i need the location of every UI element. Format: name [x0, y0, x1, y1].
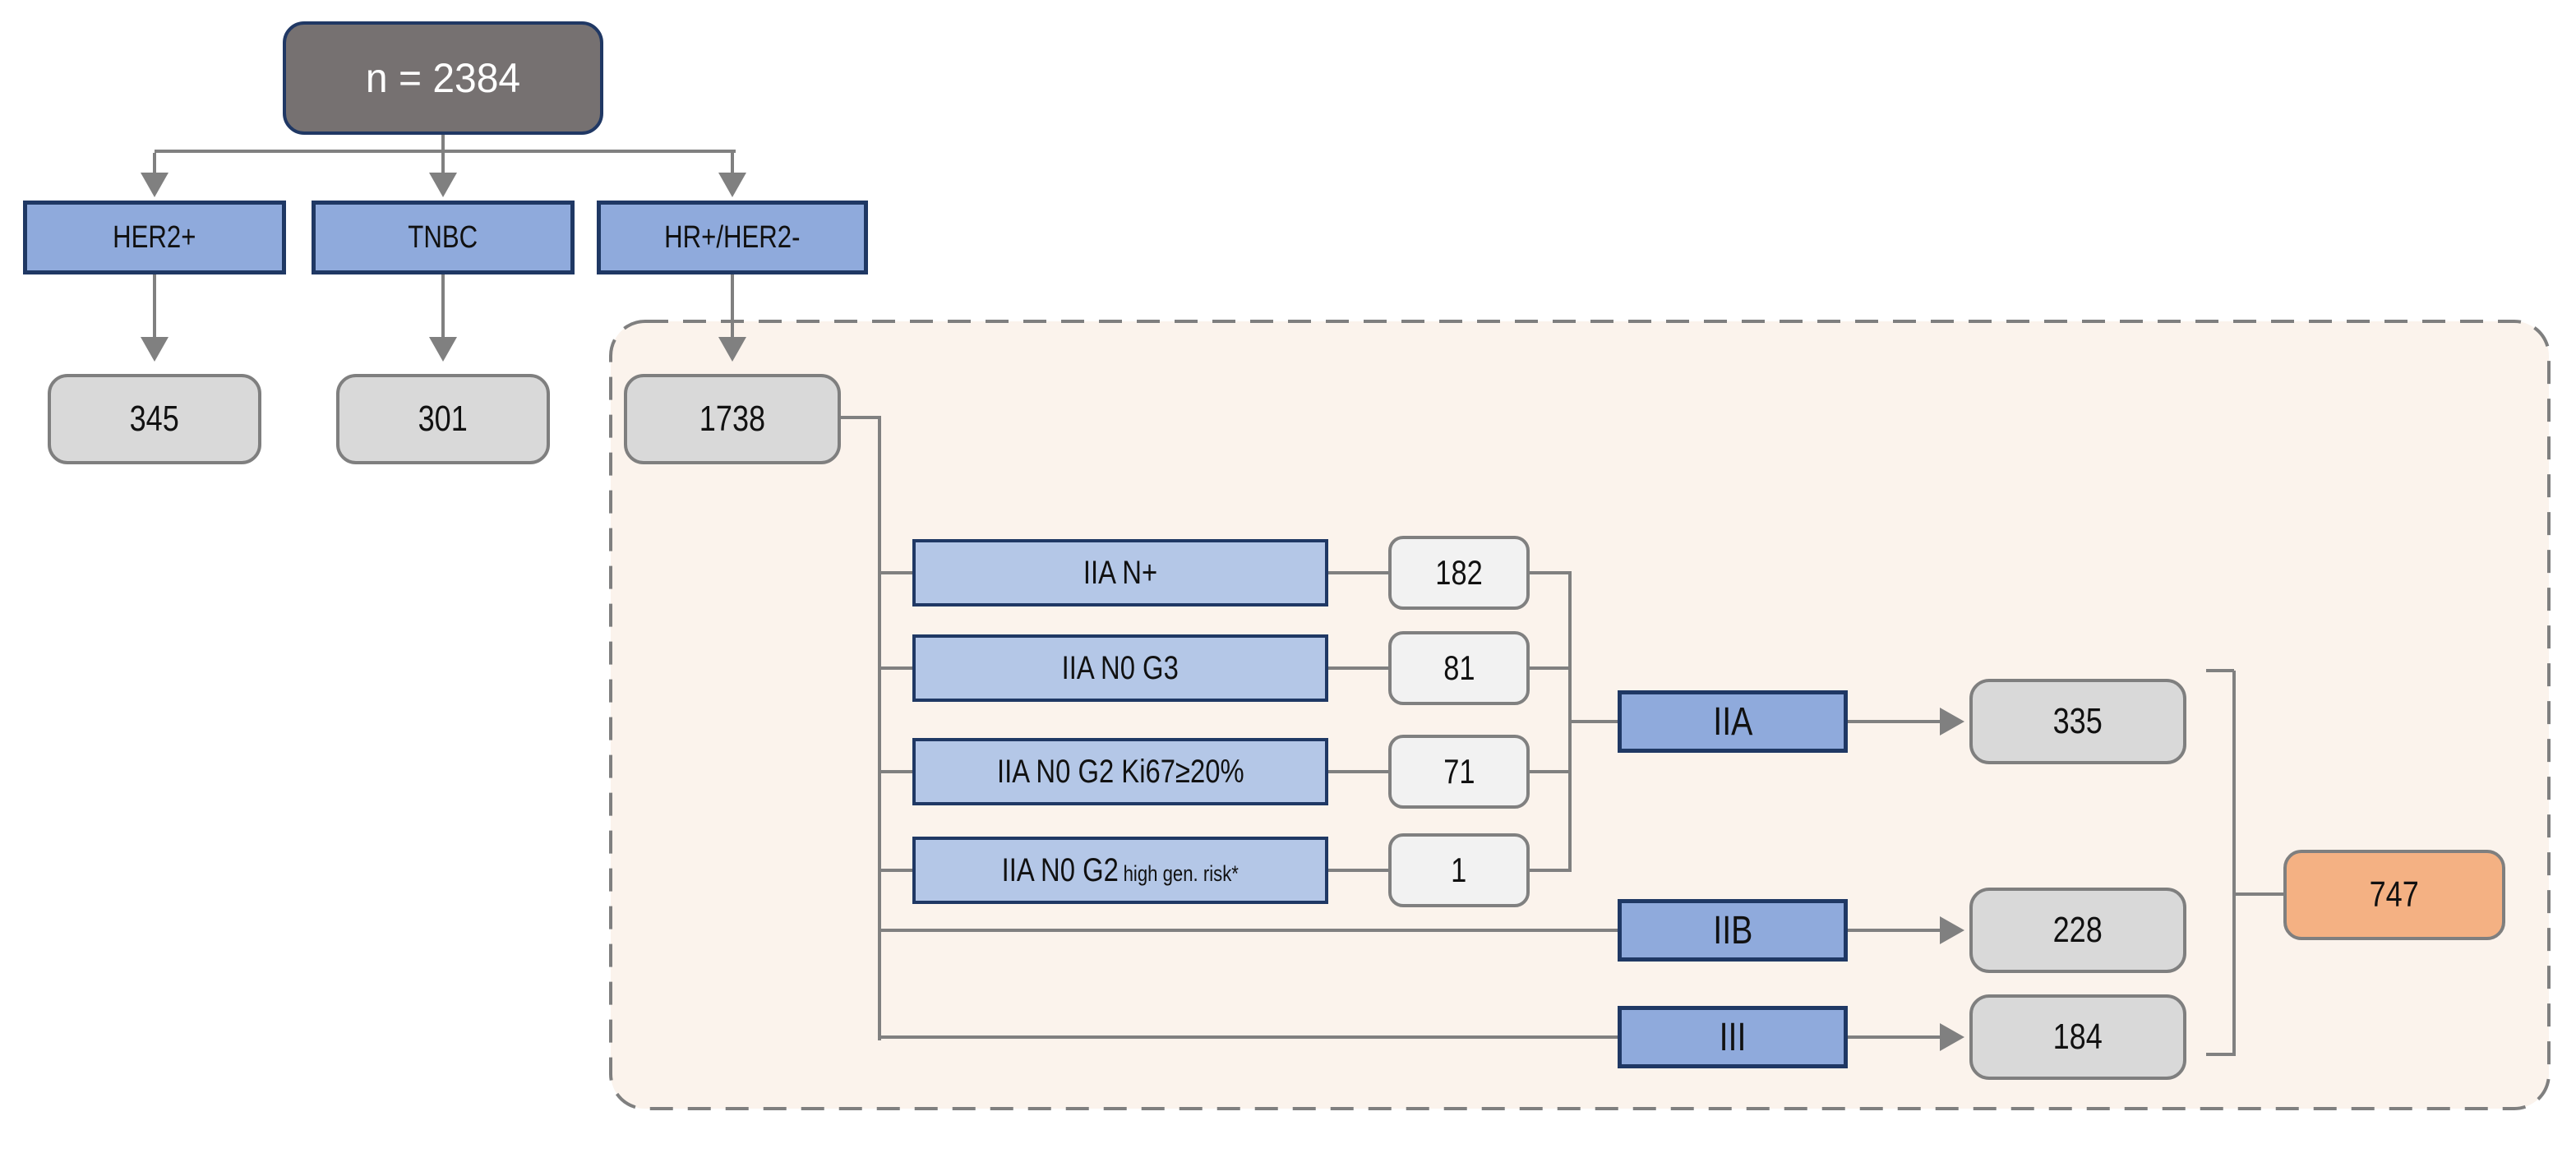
connector-iib-228 [1848, 929, 1940, 932]
arrowhead-down-icon [718, 173, 746, 197]
connector-root-stub [441, 135, 445, 151]
node-stage-iia: IIA [1618, 690, 1848, 753]
count-value: 81 [1443, 648, 1475, 687]
node-label: TNBC [408, 219, 478, 255]
connector-tnbc-count [441, 274, 445, 339]
node-label: HER2+ [113, 219, 196, 255]
connector-her2-count [153, 274, 156, 339]
connector-crit-count [1328, 666, 1388, 670]
connector-count-merge [1530, 869, 1572, 872]
node-total-cohort: n = 2384 [283, 21, 603, 135]
arrowhead-down-icon [141, 173, 169, 197]
connector-drop-her2 [153, 153, 156, 173]
count-value: 301 [418, 399, 469, 439]
node-label: IIA [1712, 699, 1753, 744]
arrowhead-down-icon [429, 337, 457, 362]
count-value: 1738 [699, 399, 766, 439]
arrowhead-right-icon [1940, 916, 1964, 944]
node-label-small: high gen. risk* [1123, 860, 1240, 886]
node-label: III [1719, 1015, 1747, 1059]
connector-drop-hr [731, 153, 734, 173]
arrowhead-down-icon [141, 337, 169, 362]
connector-row-iia-n [878, 571, 916, 574]
connector-iii-184 [1848, 1035, 1940, 1039]
count-value: 182 [1435, 553, 1483, 592]
hr-detail-panel [609, 320, 2551, 1110]
count-iia-n0-g2-ki67: 71 [1388, 735, 1530, 809]
node-her2: HER2+ [23, 201, 286, 274]
connector-row-iib [878, 929, 1618, 932]
node-iia-nplus: IIA N+ [912, 539, 1328, 606]
connector-crit-count [1328, 770, 1388, 773]
count-hr-her2neg: 1738 [624, 374, 841, 464]
count-value: 747 [2369, 874, 2420, 915]
node-stage-iii: III [1618, 1006, 1848, 1068]
bracket-vertical [2232, 671, 2236, 1056]
connector-count-merge [1530, 770, 1572, 773]
arrowhead-right-icon [1940, 1023, 1964, 1051]
count-her2: 345 [48, 374, 261, 464]
node-label: IIA N0 G2 [1001, 851, 1119, 888]
connector-row-genrisk [878, 869, 916, 872]
connector-row-ki67 [878, 770, 916, 773]
node-label: HR+/HER2- [664, 219, 801, 255]
node-iia-n0-g3: IIA N0 G3 [912, 634, 1328, 702]
connector-iia-335 [1848, 720, 1940, 723]
connector-splitter [155, 150, 736, 153]
connector-drop-tnbc [441, 153, 445, 173]
arrowhead-down-icon [429, 173, 457, 197]
count-value: 228 [2052, 910, 2103, 950]
count-value: 335 [2052, 701, 2103, 741]
connector-merge-iia [1568, 720, 1618, 723]
node-hr-her2neg: HR+/HER2- [597, 201, 868, 274]
node-label: IIA N0 G3 [1061, 649, 1180, 686]
count-iia-n0-g3: 81 [1388, 631, 1530, 705]
connector-crit-count [1328, 571, 1388, 574]
node-tnbc: TNBC [312, 201, 575, 274]
arrowhead-down-icon [718, 337, 746, 362]
node-label: IIB [1712, 908, 1753, 952]
connector-row-g3 [878, 666, 916, 670]
bracket-bottom-stub [2206, 1053, 2234, 1056]
arrowhead-right-icon [1940, 708, 1964, 736]
count-value: 1 [1451, 851, 1467, 889]
connector-crit-count [1328, 869, 1388, 872]
connector-1738-elbow [841, 416, 881, 419]
count-stage-iii: 184 [1969, 994, 2186, 1080]
count-tnbc: 301 [336, 374, 550, 464]
count-stage-iib: 228 [1969, 888, 2186, 973]
count-value: 71 [1443, 752, 1475, 791]
bracket-top-stub [2206, 669, 2234, 672]
count-iia-n0-g2-genrisk: 1 [1388, 833, 1530, 907]
connector-row-iii [878, 1035, 1618, 1039]
count-iia-nplus: 182 [1388, 536, 1530, 610]
node-label: IIA N+ [1083, 554, 1158, 591]
count-panel-total: 747 [2283, 850, 2505, 940]
connector-1738-vertical [878, 416, 881, 1040]
count-value: 345 [129, 399, 180, 439]
node-stage-iib: IIB [1618, 899, 1848, 962]
node-label: n = 2384 [365, 55, 521, 101]
node-iia-n0-g2-ki67: IIA N0 G2 Ki67≥20% [912, 738, 1328, 805]
connector-hr-count [731, 274, 734, 339]
bracket-total-stub [2232, 892, 2283, 896]
node-label: IIA N0 G2 Ki67≥20% [996, 753, 1244, 790]
count-stage-iia: 335 [1969, 679, 2186, 764]
count-value: 184 [2052, 1017, 2103, 1057]
connector-count-merge [1530, 571, 1572, 574]
connector-count-merge [1530, 666, 1572, 670]
